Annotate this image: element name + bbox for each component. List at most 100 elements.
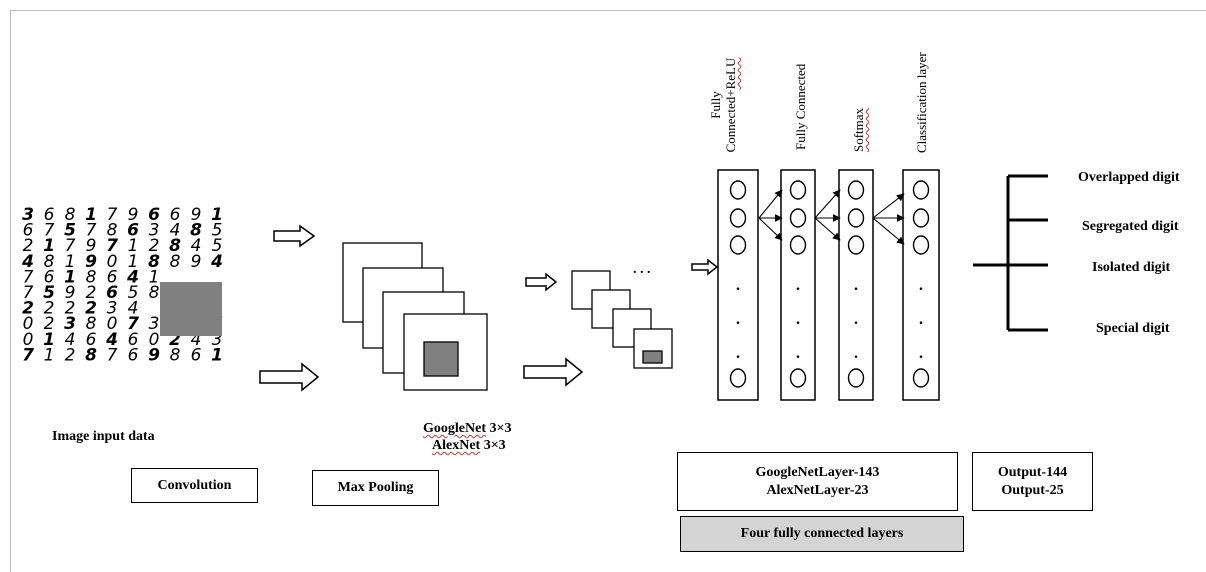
- digit-cell: 4: [191, 236, 202, 256]
- kernel-alexnet: AlexNet 3×3: [432, 437, 506, 454]
- digit-cell: 7: [22, 345, 34, 365]
- digit-cell: 7: [106, 236, 118, 256]
- digit-cell: 9: [86, 236, 97, 256]
- occluded-digit-patch: [160, 282, 222, 336]
- network-layers-box: GoogleNetLayer-143 AlexNetLayer-23: [677, 452, 958, 511]
- image-input-label: Image input data: [52, 429, 155, 444]
- title-fc-relu: Fully Connected+ReLU: [708, 50, 738, 160]
- neuron: [912, 368, 930, 388]
- max-pooling-label: Max Pooling: [337, 480, 414, 495]
- digit-cell: 3: [22, 205, 34, 225]
- neuron: [912, 235, 930, 255]
- digit-cell: 9: [65, 283, 76, 303]
- digit-cell: 8: [107, 221, 118, 241]
- title-fc-relu-connected: Connected+: [723, 89, 738, 153]
- hollow-arrow-bottom-2: [523, 357, 584, 387]
- digit-cell: 1: [43, 236, 55, 256]
- digit-cell: 6: [128, 330, 139, 350]
- output-isolated: Isolated digit: [1092, 260, 1171, 275]
- title-fc-relu-line1: Fully: [708, 91, 723, 119]
- digit-cell: 2: [85, 299, 97, 319]
- digit-cell: 7: [127, 314, 139, 334]
- digit-cell: 2: [44, 314, 55, 334]
- digit-cell: 8: [148, 252, 160, 272]
- digit-cell: 8: [85, 345, 97, 365]
- digit-cell: 6: [86, 330, 97, 350]
- fc-layer-column: [717, 169, 759, 401]
- kernel-googlenet-name: GoogleNet: [423, 421, 486, 436]
- neuron: [729, 208, 747, 228]
- digit-cell: 4: [210, 252, 223, 272]
- digit-cell: 3: [212, 330, 223, 350]
- hollow-arrow-to-pool: [525, 272, 558, 292]
- digit-cell: 4: [170, 221, 181, 241]
- digit-cell: 3: [64, 314, 76, 334]
- neuron: [729, 368, 747, 388]
- digit-cell: 7: [107, 205, 118, 225]
- digit-cell: 2: [65, 299, 76, 319]
- digit-cell: 1: [128, 236, 139, 256]
- digit-cell: 6: [106, 283, 118, 303]
- digit-cell: 6: [127, 221, 139, 241]
- output-144: Output-144: [997, 464, 1068, 480]
- digit-cell: 6: [191, 345, 202, 365]
- connection-arrow: [814, 217, 841, 241]
- digit-cell: 3: [149, 221, 160, 241]
- neuron-ellipsis: .: [854, 345, 858, 362]
- output-bracket: [973, 174, 1048, 332]
- figure-frame: [10, 10, 1206, 572]
- kernel-googlenet-size: 3×3: [485, 421, 512, 436]
- alexnet-layers: AlexNetLayer-23: [766, 482, 869, 498]
- digit-cell: 6: [148, 205, 160, 225]
- neuron-ellipsis: .: [854, 311, 858, 328]
- neuron: [789, 235, 807, 255]
- hollow-arrow-top: [273, 224, 316, 248]
- neuron: [729, 180, 747, 200]
- digit-cell: 2: [86, 283, 97, 303]
- digit-cell: 6: [44, 267, 55, 287]
- output-segregated: Segregated digit: [1082, 219, 1179, 234]
- digit-cell: 7: [44, 221, 55, 241]
- digit-cell: 4: [21, 252, 34, 272]
- neuron-ellipsis: .: [919, 277, 923, 294]
- neuron-ellipsis: .: [736, 277, 740, 294]
- neuron-ellipsis: .: [736, 311, 740, 328]
- fully-connected-layers: ............: [717, 169, 940, 401]
- digit-cell: 6: [107, 267, 118, 287]
- digit-cell: 3: [149, 314, 160, 334]
- digit-cell: 8: [86, 314, 97, 334]
- digit-cell: 0: [23, 314, 34, 334]
- digit-cell: 7: [65, 236, 76, 256]
- digit-cell: 4: [105, 330, 118, 350]
- digit-cell: 1: [64, 267, 76, 287]
- connection-arrows: [758, 189, 905, 245]
- neuron: [789, 208, 807, 228]
- digit-cell: 4: [126, 267, 139, 287]
- digit-cell: 5: [212, 221, 223, 241]
- digit-cell: 9: [85, 252, 97, 272]
- neuron-ellipsis: .: [796, 311, 800, 328]
- output-25: Output-25: [1001, 482, 1064, 498]
- digit-cell: 8: [149, 283, 160, 303]
- neuron-ellipsis: .: [796, 345, 800, 362]
- title-fc-relu-relu: ReLU: [723, 57, 738, 90]
- convolution-label: Convolution: [157, 477, 232, 493]
- digit-cell: 1: [128, 252, 139, 272]
- convolution-box: Convolution: [131, 468, 258, 503]
- kernel-googlenet: GoogleNet 3×3: [423, 420, 511, 437]
- neuron: [847, 180, 865, 200]
- digit-cell: 6: [23, 221, 34, 241]
- fc-layers-label: Four fully connected layers: [740, 526, 904, 541]
- digit-cell: 1: [65, 252, 76, 272]
- digit-cell: 8: [44, 252, 55, 272]
- digit-cell: 2: [23, 236, 34, 256]
- digit-cell: 0: [107, 252, 118, 272]
- digit-cell: 1: [211, 205, 223, 225]
- digit-cell: 8: [86, 267, 97, 287]
- digit-cell: 0: [107, 314, 118, 334]
- digit-cell: 5: [64, 221, 76, 241]
- digit-cell: 1: [43, 330, 55, 350]
- digit-cell: 8: [169, 236, 181, 256]
